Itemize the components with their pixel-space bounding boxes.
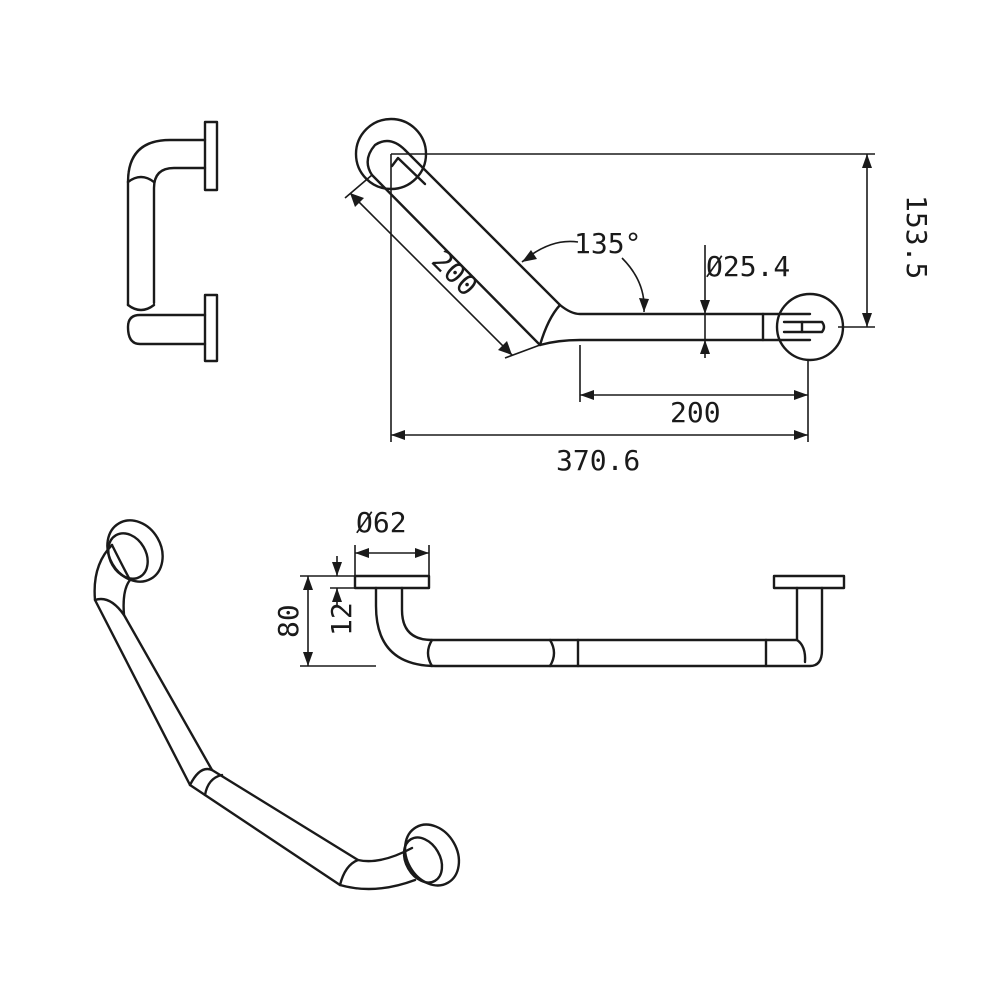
dim-total-width-label: 370.6	[556, 444, 640, 477]
front-view-dimensions	[300, 545, 430, 667]
dim-angle-label: 135°	[574, 227, 641, 260]
front-view	[353, 574, 846, 668]
side-view	[126, 120, 219, 363]
dim-tube-diameter-label: Ø25.4	[706, 250, 790, 283]
dim-length-angled-label: 200	[425, 244, 484, 303]
dim-height-label: 153.5	[900, 195, 933, 279]
dim-projection-label: 80	[272, 604, 305, 638]
top-view	[354, 117, 845, 362]
top-view-dimensions	[344, 153, 875, 442]
perspective-view	[93, 519, 461, 891]
dim-flange-thickness-label: 12	[325, 602, 358, 636]
dim-flange-diameter-label: Ø62	[356, 506, 407, 539]
dim-length-straight-label: 200	[670, 396, 721, 429]
